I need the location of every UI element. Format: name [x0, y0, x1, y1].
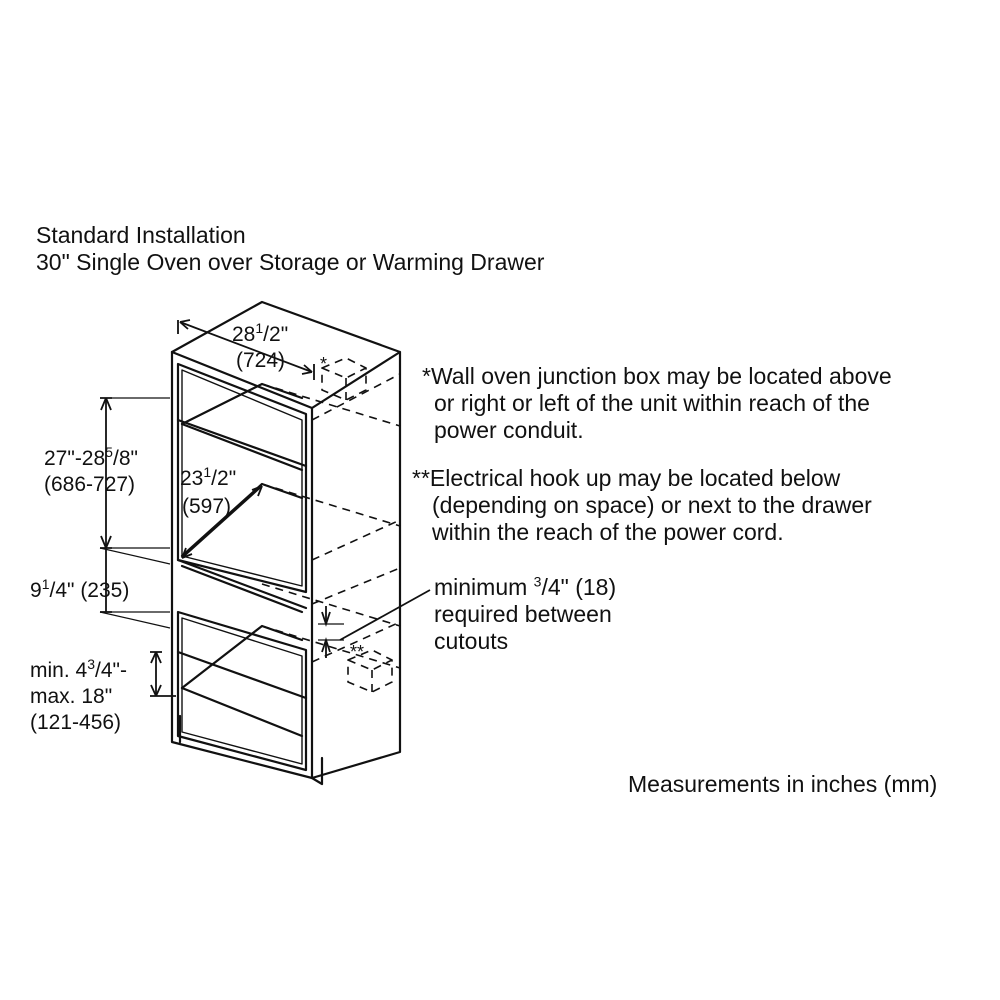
drawer-cutout-front [176, 610, 308, 772]
measurement-units-note: Measurements in inches (mm) [628, 771, 938, 797]
junction-box-top [321, 357, 367, 401]
electrical-note-line2: (depending on space) or next to the draw… [432, 492, 872, 518]
height-label: 27"-285/8" [44, 444, 138, 470]
height-mm-label: (686-727) [44, 473, 136, 496]
bottom-mm-label: (121-456) [30, 711, 122, 734]
drawer-cutout-inner [181, 617, 303, 765]
width-label: 281/2" [232, 320, 289, 346]
width-dimension-line [179, 321, 313, 373]
width-mm-label: (724) [236, 349, 286, 372]
bottom-label: min. 43/4"- [30, 656, 127, 682]
depth-mm-label: (597) [182, 495, 232, 518]
bottom-label-line2: max. 18" [30, 685, 113, 708]
minimum-note-line3: cutouts [434, 628, 509, 654]
minimum-leader-line [339, 589, 431, 641]
junction-box-marker: * [320, 354, 328, 374]
hidden-right-edges [311, 373, 401, 663]
diagram-title: Standard Installation [36, 222, 246, 248]
depth-label: 231/2" [180, 464, 237, 490]
junction-note-line1: *Wall oven junction box may be located a… [422, 363, 892, 389]
drawer-back-recess [180, 624, 304, 690]
cabinet-outline [170, 300, 402, 780]
oven-cutout-front [176, 362, 308, 594]
hidden-top-recess [261, 383, 401, 669]
diagram-subtitle: 30" Single Oven over Storage or Warming … [36, 249, 545, 275]
junction-note-line3: power conduit. [434, 417, 584, 443]
lower-shelf [176, 558, 308, 614]
drawer-label: 91/4" (235) [30, 576, 130, 602]
oven-cutout-inner [181, 369, 303, 587]
junction-box-bottom [347, 649, 393, 693]
junction-note-line2: or right or left of the unit within reac… [434, 390, 870, 416]
minimum-note-line2: required between [434, 601, 612, 627]
upper-shelf [176, 418, 308, 472]
electrical-marker: ** [350, 642, 365, 662]
drawer-shelf [176, 650, 308, 738]
depth-dimension-line [181, 485, 263, 559]
cabinet-top [170, 350, 314, 410]
electrical-note-line1: **Electrical hook up may be located belo… [412, 465, 841, 491]
electrical-note-line3: within the reach of the power cord. [432, 519, 784, 545]
minimum-note-line1: minimum 3/4" (18) [434, 573, 617, 600]
